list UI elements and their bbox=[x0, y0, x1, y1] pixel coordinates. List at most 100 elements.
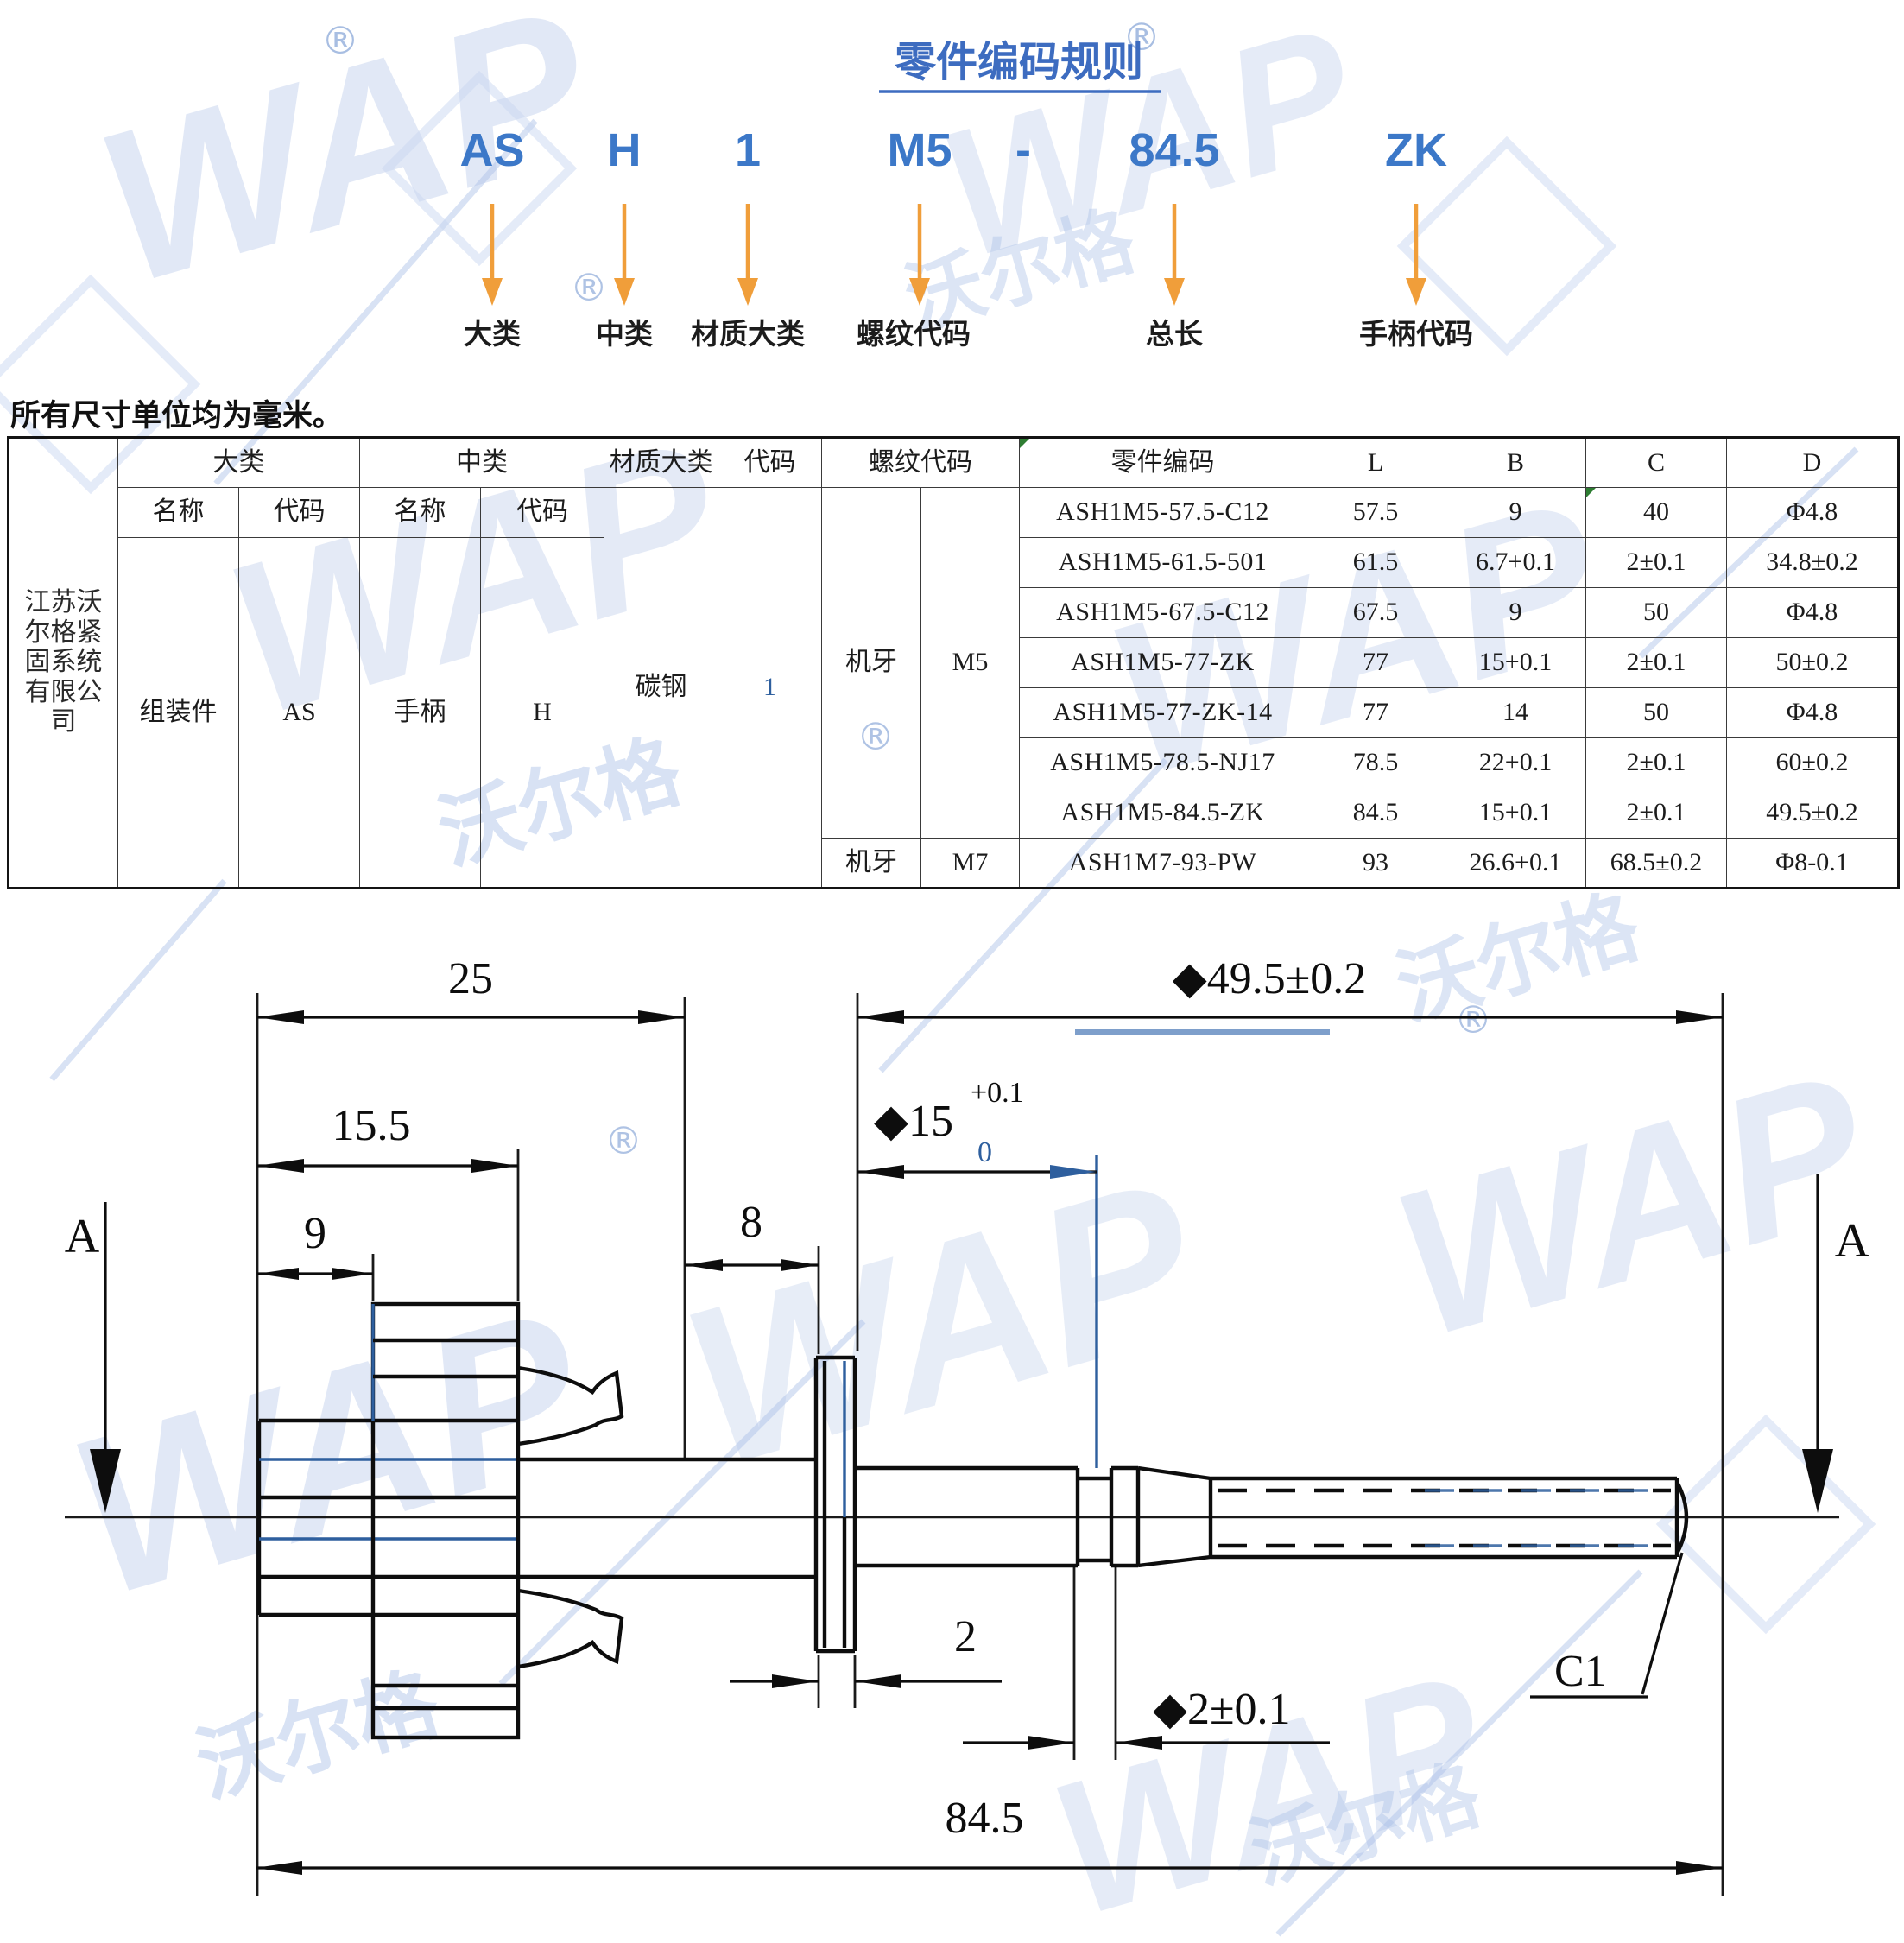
section-marker-left: A bbox=[65, 1202, 121, 1513]
down-arrow-icon bbox=[482, 204, 503, 306]
header-L: L bbox=[1306, 437, 1445, 488]
registered-mark-icon: ® bbox=[1454, 998, 1492, 1042]
cell-thread-m7: M7 bbox=[920, 838, 1020, 889]
cell-L: 84.5 bbox=[1306, 788, 1445, 839]
dimension-15: ◆15 +0.1 0 bbox=[857, 1077, 1097, 1179]
code-segment-handle: ZK bbox=[1385, 124, 1447, 176]
cell-thread-m5: M5 bbox=[920, 487, 1020, 839]
section-marker-right: A bbox=[1802, 1174, 1870, 1513]
cell-part-code: ASH1M5-61.5-501 bbox=[1019, 537, 1306, 588]
cell-company: 江苏沃尔格紧固系统有限公司 bbox=[8, 437, 118, 889]
cell-part-code: ASH1M5-84.5-ZK bbox=[1019, 788, 1306, 839]
cell-L: 61.5 bbox=[1306, 537, 1445, 588]
dimension-9: 9 bbox=[257, 1209, 373, 1280]
dimension-49-5: ◆49.5±0.2 bbox=[857, 954, 1723, 1024]
segment-label-handle: 手柄代码 bbox=[1359, 317, 1473, 351]
table-row: ASH1M5-78.5-NJ17 78.5 22+0.1 2±0.1 60±0.… bbox=[9, 737, 1899, 788]
cell-part-code: ASH1M5-57.5-C12 bbox=[1019, 487, 1306, 538]
cell-L: 77 bbox=[1306, 687, 1445, 738]
dim-2-label: 2 bbox=[954, 1612, 977, 1661]
cell-B: 6.7+0.1 bbox=[1445, 537, 1586, 588]
chamfer-callout: C1 bbox=[1530, 1552, 1684, 1699]
segment-label-dalei: 大类 bbox=[464, 317, 521, 351]
table-row: ASH1M5-67.5-C12 67.5 9 50 Φ4.8 bbox=[9, 587, 1899, 638]
header-daima: 代码 bbox=[718, 437, 822, 488]
cell-D: 34.8±0.2 bbox=[1726, 537, 1899, 588]
engineering-drawing: A A bbox=[65, 954, 1870, 1896]
cell-zhonglei-code: H bbox=[480, 537, 604, 889]
down-arrow-icon bbox=[737, 204, 758, 306]
cell-thread-type-m5: 机牙 bbox=[821, 487, 921, 839]
page-title: 零件编码规则 bbox=[895, 40, 1143, 85]
cell-B: 15+0.1 bbox=[1445, 788, 1586, 839]
header-zhonglei: 中类 bbox=[359, 437, 604, 488]
down-arrow-icon bbox=[1406, 204, 1426, 306]
cell-D: 50±0.2 bbox=[1726, 637, 1899, 688]
subheader-code: 代码 bbox=[480, 487, 604, 538]
cell-thread-type-m7: 机牙 bbox=[821, 838, 921, 889]
registered-mark-icon: ® bbox=[321, 19, 359, 63]
registered-mark-icon: ® bbox=[604, 1119, 642, 1163]
dim-15-5-label: 15.5 bbox=[332, 1101, 411, 1150]
cell-L: 93 bbox=[1306, 838, 1445, 889]
handle-wing-top bbox=[517, 1365, 624, 1446]
segment-label-length: 总长 bbox=[1146, 317, 1203, 351]
header-C: C bbox=[1585, 437, 1727, 488]
code-segment-material: 1 bbox=[735, 124, 761, 176]
code-segment-length: 84.5 bbox=[1129, 124, 1219, 176]
cell-B: 15+0.1 bbox=[1445, 637, 1586, 688]
registered-mark-icon: ® bbox=[570, 266, 608, 310]
dimension-15-5: 15.5 bbox=[257, 1101, 518, 1173]
down-arrow-icon bbox=[909, 204, 930, 306]
header-D: D bbox=[1726, 437, 1899, 488]
dim-2-0-1-label: ◆2±0.1 bbox=[1153, 1685, 1291, 1734]
watermark-company-name: 沃尔格 bbox=[1387, 879, 1650, 1039]
cell-zhonglei-name: 手柄 bbox=[359, 537, 481, 889]
watermark-brand: WAP bbox=[661, 1132, 1223, 1514]
corner-marker-icon bbox=[1020, 439, 1029, 448]
cell-dalei-code: AS bbox=[238, 537, 360, 889]
cell-L: 77 bbox=[1306, 637, 1445, 688]
cell-L: 57.5 bbox=[1306, 487, 1445, 538]
code-segment-dalei: AS bbox=[459, 124, 524, 176]
cell-B: 26.6+0.1 bbox=[1445, 838, 1586, 889]
cell-D: Φ4.8 bbox=[1726, 487, 1899, 538]
cell-C: 2±0.1 bbox=[1585, 637, 1727, 688]
table-row: ASH1M5-84.5-ZK 84.5 15+0.1 2±0.1 49.5±0.… bbox=[9, 788, 1899, 839]
cell-C: 50 bbox=[1585, 587, 1727, 638]
cell-C: 2±0.1 bbox=[1585, 788, 1727, 839]
cell-L: 78.5 bbox=[1306, 737, 1445, 788]
cell-B: 9 bbox=[1445, 587, 1586, 638]
cell-C: 68.5±0.2 bbox=[1585, 838, 1727, 889]
cell-D: Φ8-0.1 bbox=[1726, 838, 1899, 889]
header-bianma: 零件编码 bbox=[1019, 437, 1306, 488]
cell-L: 67.5 bbox=[1306, 587, 1445, 638]
table-row: 组装件 AS 手柄 H ASH1M5-61.5-501 61.5 6.7+0.1… bbox=[9, 537, 1899, 889]
corner-marker-icon bbox=[1586, 488, 1596, 497]
flange bbox=[813, 1355, 857, 1654]
cell-part-code: ASH1M5-67.5-C12 bbox=[1019, 587, 1306, 638]
cell-C: 50 bbox=[1585, 687, 1727, 738]
dim-8-label: 8 bbox=[740, 1198, 762, 1247]
cell-C: 2±0.1 bbox=[1585, 737, 1727, 788]
table-row: 机牙 M7 ASH1M7-93-PW 93 26.6+0.1 68.5±0.2 … bbox=[9, 838, 1899, 889]
subheader-name: 名称 bbox=[117, 487, 239, 538]
section-label-a-right: A bbox=[1835, 1214, 1870, 1268]
chamfer-label: C1 bbox=[1554, 1647, 1607, 1696]
part-outline: C1 bbox=[256, 1301, 1689, 1740]
subheader-name: 名称 bbox=[359, 487, 481, 538]
dimension-84-5: 84.5 bbox=[256, 1794, 1723, 1875]
registered-mark-icon: ® bbox=[1123, 16, 1161, 60]
header-caizhi: 材质大类 bbox=[604, 437, 718, 488]
header-dalei: 大类 bbox=[117, 437, 360, 488]
header-luowen: 螺纹代码 bbox=[821, 437, 1020, 488]
cell-material: 碳钢 bbox=[604, 487, 718, 889]
watermark-brand: WAP bbox=[48, 1262, 610, 1643]
section-label-a-left: A bbox=[65, 1210, 100, 1263]
table-header-row: 江苏沃尔格紧固系统有限公司 大类 中类 材质大类 代码 螺纹代码 零件编码 L … bbox=[8, 437, 1899, 889]
cell-part-code: ASH1M5-78.5-NJ17 bbox=[1019, 737, 1306, 788]
segment-label-thread: 螺纹代码 bbox=[857, 317, 971, 351]
dim-9-label: 9 bbox=[304, 1209, 326, 1258]
